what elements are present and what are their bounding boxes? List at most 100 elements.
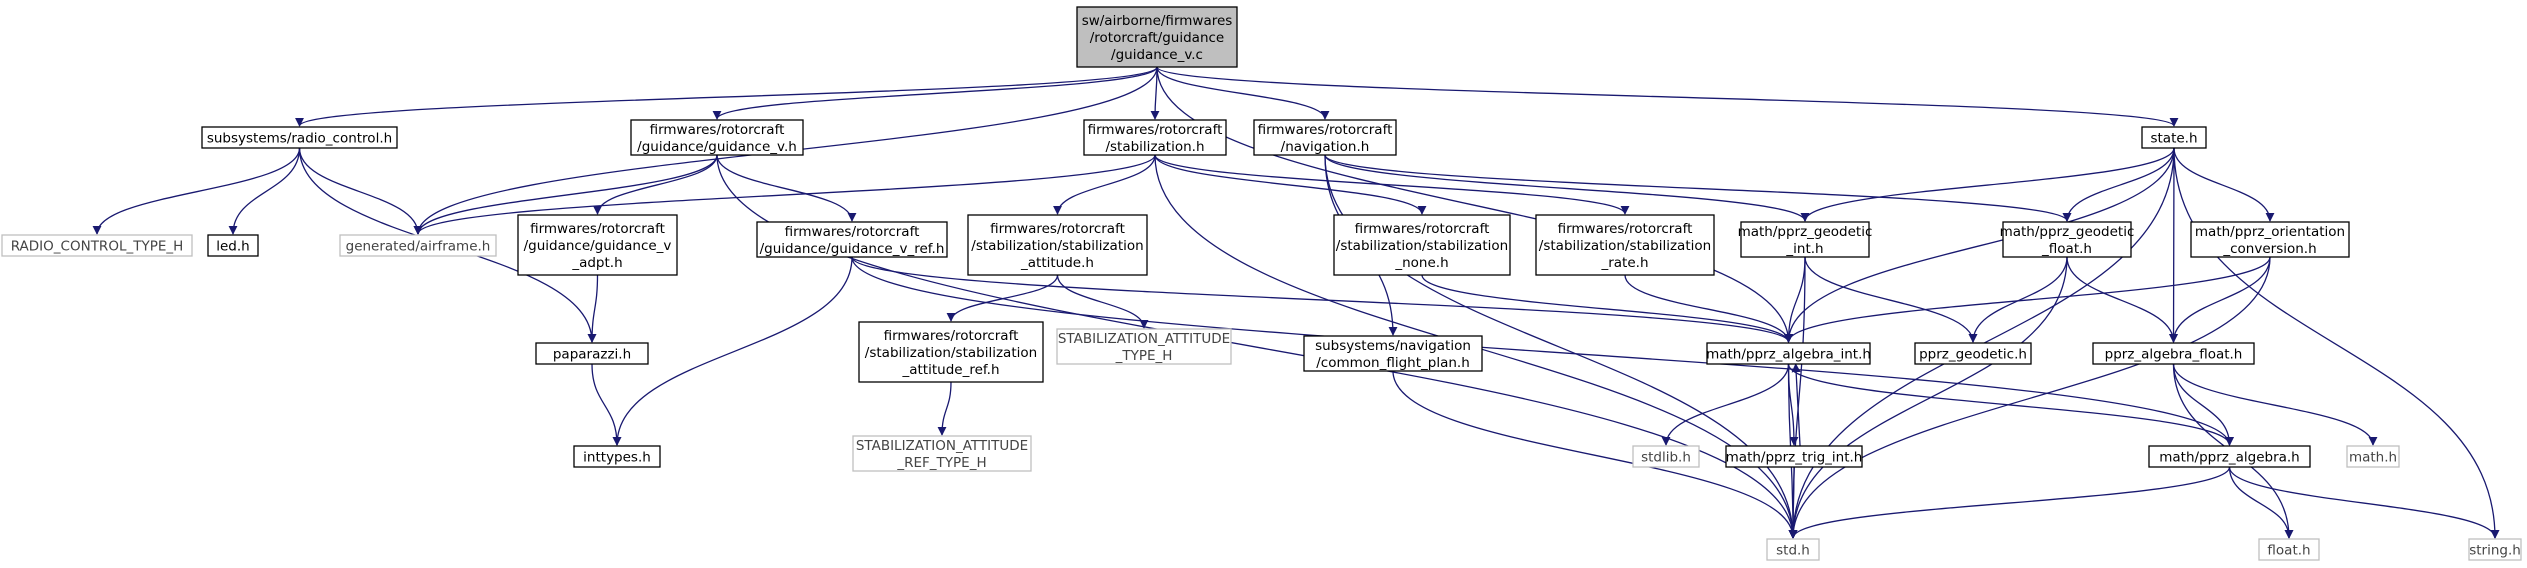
node-stab_att_ref[interactable]: firmwares/rotorcraft/stabilization/stabi… [858,321,1044,383]
node-navigation_h[interactable]: firmwares/rotorcraft/navigation.h [1253,119,1397,156]
edge-stabilization_h-to-stab_none [1154,154,1427,215]
node-label-line: firmwares/rotorcraft [1258,122,1393,138]
node-stab_attitude[interactable]: firmwares/rotorcraft/stabilization/stabi… [967,214,1148,276]
edge-radio_control-to-led_h [228,147,301,235]
edge-guidance_v_h-to-airframe_h [413,154,718,235]
node-guidance_v_adpt[interactable]: firmwares/rotorcraft/guidance/guidance_v… [517,214,678,276]
node-label-line: /stabilization/stabilization [971,238,1143,254]
edge-stabilization_h-to-stab_attitude [1053,154,1156,215]
edge-radio_control-to-airframe_h [298,147,423,235]
edge-stabilization_h-to-airframe_h [413,154,1156,235]
node-guidance_v_ref[interactable]: firmwares/rotorcraft/guidance/guidance_v… [756,221,948,258]
node-box [573,445,661,468]
node-guidance_v_h[interactable]: firmwares/rotorcraft/guidance/guidance_v… [630,119,804,156]
node-label-line: STABILIZATION_ATTITUDE [856,438,1028,454]
node-label-line: _adpt.h [571,255,622,271]
node-box [967,214,1148,276]
edge-trig_int-to-algebra_int [1791,363,1801,447]
node-box [535,342,649,365]
node-label-line: sw/airborne/firmwares [1082,13,1233,29]
node-paparazzi_h[interactable]: paparazzi.h [535,342,649,365]
node-label-line: _REF_TYPE_H [896,455,986,471]
node-inttypes_h[interactable]: inttypes.h [573,445,661,468]
node-geodetic_float[interactable]: math/pprz_geodetic_float.h [2000,221,2135,258]
node-led_h[interactable]: led.h [207,234,259,257]
node-orientation_conv[interactable]: math/pprz_orientation_conversion.h [2190,221,2350,258]
node-radio_type: RADIO_CONTROL_TYPE_H [1,234,193,257]
edge-stab_none-to-algebra_int [1421,274,1793,343]
node-box [852,435,1032,472]
node-label-line: pprz_geodetic.h [1919,347,2027,363]
node-stab_rate[interactable]: firmwares/rotorcraft/stabilization/stabi… [1535,214,1715,276]
node-box [1076,6,1238,68]
node-string_h: string.h [2468,538,2522,561]
node-label-line: /stabilization/stabilization [865,345,1037,361]
node-box [858,321,1044,383]
node-state_h[interactable]: state.h [2141,126,2207,149]
edge-pprz_algebra-to-float_h [2228,466,2294,539]
node-radio_control[interactable]: subsystems/radio_control.h [201,126,398,149]
node-box [207,234,259,257]
node-label-line: state.h [2150,131,2197,147]
edge-geodetic_int-to-pprz_geodetic_h [1804,256,1978,343]
node-label-line: _float.h [2041,241,2092,257]
edge-stab_attitude-to-stab_att_type [1056,274,1149,329]
node-stdlib_h: stdlib.h [1632,445,1700,468]
node-label-line: generated/airframe.h [346,239,491,255]
edge-state_h-to-algebra_float [2169,147,2179,343]
node-label-line: math.h [2349,450,2397,466]
node-label-line: stdlib.h [1641,450,1691,466]
node-label-line: math/pprz_geodetic [1738,224,1873,240]
node-label-line: firmwares/rotorcraft [1088,122,1223,138]
node-float_h: float.h [2258,538,2320,561]
node-label-line: /guidance_v.c [1111,47,1203,63]
edge-algebra_int-to-pprz_algebra [1787,363,2234,446]
edge-pprz_algebra-to-std_h [1788,466,2231,539]
node-label-line: paparazzi.h [553,347,631,363]
edge-orientation_conv-to-algebra_int [1784,256,2271,343]
edge-geodetic_float-to-std_h [1788,256,2068,539]
node-label-line: float.h [2267,543,2310,559]
node-common_flight_plan[interactable]: subsystems/navigation/common_flight_plan… [1303,335,1483,372]
node-root[interactable]: sw/airborne/firmwares/rotorcraft/guidanc… [1076,6,1238,68]
edge-root-to-radio_control [295,66,1158,127]
edge-geodetic_float-to-algebra_float [2066,256,2178,343]
node-label-line: pprz_algebra_float.h [2105,347,2243,363]
node-label-line: firmwares/rotorcraft [884,328,1019,344]
node-pprz_algebra[interactable]: math/pprz_algebra.h [2148,445,2311,468]
node-label-line: led.h [216,239,249,255]
node-box [2346,445,2400,468]
edge-navigation_h-to-geodetic_float [1324,154,2072,222]
node-box [2190,221,2350,258]
node-label-line: /stabilization.h [1105,139,1204,155]
node-label-line: std.h [1776,543,1810,559]
node-label-line: subsystems/radio_control.h [207,131,392,147]
node-label-line: _none.h [1394,255,1448,271]
node-algebra_int[interactable]: math/pprz_algebra_int.h [1706,342,1871,365]
edge-guidance_v_h-to-guidance_v_ref [716,154,857,222]
edge-stab_rate-to-algebra_int [1624,274,1793,343]
node-trig_int[interactable]: math/pprz_trig_int.h [1725,445,1863,468]
node-stab_none[interactable]: firmwares/rotorcraft/stabilization/stabi… [1333,214,1511,276]
node-box [1083,119,1227,156]
node-label-line: _int.h [1785,241,1823,257]
node-label-line: firmwares/rotorcraft [1558,221,1693,237]
edge-state_h-to-string_h [2173,147,2500,539]
node-label-line: RADIO_CONTROL_TYPE_H [11,239,184,255]
edge-root-to-guidance_v_h [712,66,1158,120]
node-airframe_h: generated/airframe.h [339,234,497,257]
node-stab_att_ref_type: STABILIZATION_ATTITUDE_REF_TYPE_H [852,435,1032,472]
node-label-line: /guidance/guidance_v.h [637,139,797,155]
edge-guidance_v_h-to-guidance_v_adpt [593,154,718,215]
node-geodetic_int[interactable]: math/pprz_geodetic_int.h [1738,221,1873,258]
edge-geodetic_float-to-pprz_geodetic_h [1968,256,2068,343]
node-label-line: firmwares/rotorcraft [530,221,665,237]
node-algebra_float[interactable]: pprz_algebra_float.h [2092,342,2255,365]
edge-navigation_h-to-geodetic_int [1324,154,1810,222]
node-pprz_geodetic_h[interactable]: pprz_geodetic.h [1914,342,2032,365]
node-box [1253,119,1397,156]
node-box [201,126,398,149]
node-box [2141,126,2207,149]
node-label-line: /stabilization/stabilization [1336,238,1508,254]
node-stabilization_h[interactable]: firmwares/rotorcraft/stabilization.h [1083,119,1227,156]
